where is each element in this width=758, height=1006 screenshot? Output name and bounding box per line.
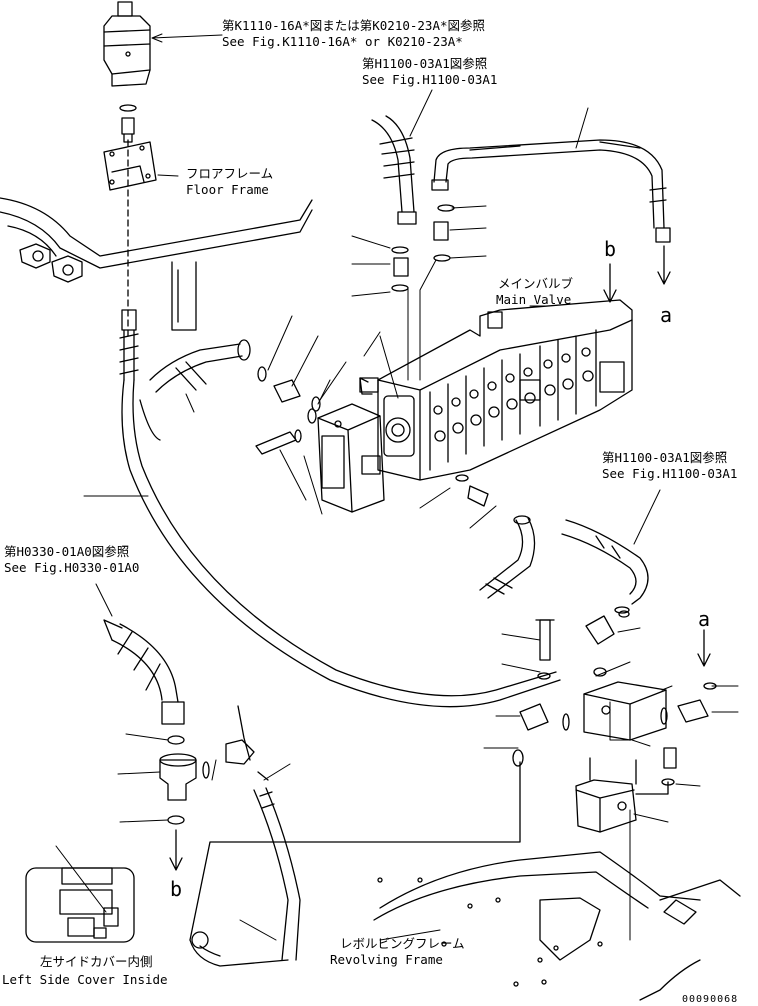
leader-lines-mid [267, 315, 399, 515]
pressure-switch [159, 735, 197, 825]
revolving-frame-jp: レボルビングフレーム [340, 936, 465, 951]
left-pilot-hose [119, 309, 561, 708]
elbow-and-hose-bottom [189, 705, 521, 967]
manifold-block-upper [512, 610, 717, 786]
pilot-hose-right [561, 519, 649, 614]
adapter-fittings-mid [257, 366, 489, 507]
ref-h1100-right-jp: 第H1100-03A1図参照 [602, 450, 727, 465]
drawing-number: 00090068 [682, 994, 738, 1005]
ref-h0330-en: See Fig.H0330-01A0 [4, 560, 139, 575]
leader-lines-right [483, 627, 739, 941]
manifold-block-lower [575, 757, 669, 833]
arrow-a-right [697, 629, 711, 667]
leader-lines-top [449, 205, 487, 259]
revolving-frame-en: Revolving Frame [330, 952, 443, 967]
arrow-b-top [603, 263, 617, 303]
floor-frame-en: Floor Frame [186, 182, 269, 197]
left-cover-jp: 左サイドカバー内側 [40, 954, 153, 969]
ref-h1100-right-en: See Fig.H1100-03A1 [602, 466, 737, 481]
pilot-filter-bracket [103, 1, 151, 143]
leader-lines-left [351, 235, 391, 297]
revolving-frame-leader [379, 929, 441, 941]
ref-k1110-en: See Fig.K1110-16A* or K0210-23A* [222, 34, 463, 49]
pilot-hose-lower-left [103, 619, 185, 725]
floor-frame-leader [157, 174, 179, 177]
floor-frame [0, 139, 313, 341]
connector-a-top: a [660, 303, 672, 327]
leader-lines-switch [117, 733, 169, 823]
arrow-a-top [657, 245, 671, 285]
leader-lines-valve [419, 487, 497, 529]
pilot-hose-upper-left [149, 339, 251, 413]
ref-leader-k1110 [151, 33, 223, 43]
ref-leader-h0330 [95, 583, 113, 617]
main-valve [359, 299, 633, 481]
pilot-hose-u [431, 107, 671, 243]
main-valve-jp: メインバルブ [498, 276, 574, 291]
controller-box [25, 845, 135, 943]
ref-h1100-top-jp: 第H1100-03A1図参照 [362, 56, 487, 71]
revolving-frame [373, 851, 741, 1001]
ref-leader-h1100-right [633, 489, 661, 545]
connector-b-top: b [604, 237, 616, 261]
ref-leader-h1100-top [409, 89, 433, 137]
pilot-hose-mid [479, 515, 536, 599]
ref-k1110-jp: 第K1110-16A*図または第K0210-23A*図参照 [222, 18, 485, 33]
floor-frame-jp: フロアフレーム [186, 166, 273, 181]
ref-h0330-jp: 第H0330-01A0図参照 [4, 544, 129, 559]
main-valve-en: Main Valve [496, 292, 571, 307]
arrow-b-bottom [169, 829, 183, 871]
left-cover-en: Left Side Cover Inside [2, 972, 168, 987]
pilot-hose-top [371, 115, 417, 292]
solenoid-valve-block [255, 403, 385, 513]
connector-a-right: a [698, 607, 710, 631]
connector-b-bottom: b [170, 877, 182, 901]
elbow-fitting-top [419, 204, 455, 381]
leader-lines-bottom [211, 759, 291, 941]
ref-h1100-top-en: See Fig.H1100-03A1 [362, 72, 497, 87]
